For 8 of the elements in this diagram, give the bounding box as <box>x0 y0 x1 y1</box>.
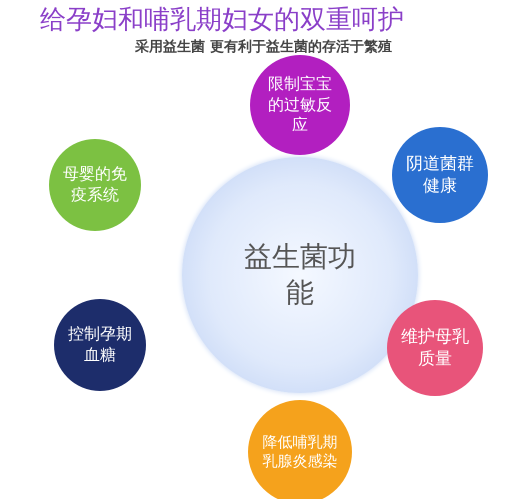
subtitle: 采用益生菌 更有利于益生菌的存活于繁殖 <box>135 38 392 56</box>
feature-circle: 母婴的免疫系统 <box>49 139 141 231</box>
feature-circle: 阴道菌群健康 <box>392 127 488 223</box>
feature-circle: 降低哺乳期乳腺炎感染 <box>248 400 352 499</box>
feature-circle: 维护母乳质量 <box>387 300 483 396</box>
feature-circle: 控制孕期血糖 <box>54 299 146 391</box>
feature-circle: 限制宝宝的过敏反应 <box>250 55 350 155</box>
title: 给孕妇和哺乳期妇女的双重呵护 <box>40 4 404 37</box>
